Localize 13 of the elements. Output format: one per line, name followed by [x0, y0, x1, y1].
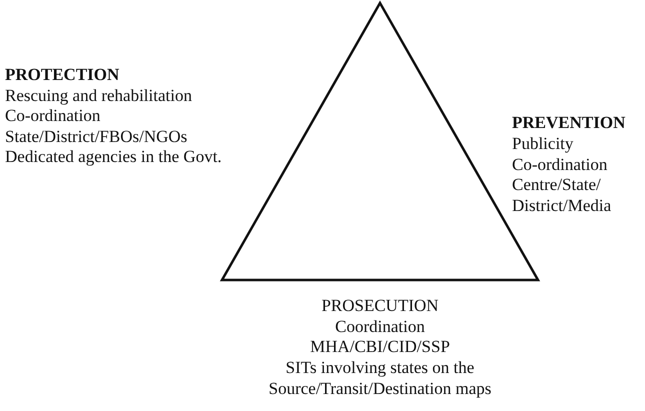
list-item-text: SITs involving states on the Source/Transit/Destination maps [268, 358, 492, 399]
heading-text: PREVENTION [512, 113, 626, 134]
list-item-text: Centre/State/ District/Media [512, 175, 612, 216]
list-item-text: Dedicated agencies in the Govt. [5, 147, 223, 168]
heading-text: PROTECTION [5, 65, 120, 86]
list-item-text: Coordination [334, 317, 426, 338]
list-item-text: Publicity [512, 134, 574, 154]
list-item-text: MHA/CBI/CID/SSP [310, 337, 450, 358]
list-item-text: Co-ordination [5, 106, 102, 126]
heading-text: PROSECUTION [320, 296, 440, 316]
list-item-text: Co-ordination [512, 155, 608, 176]
list-item-text: State/District/FBOs/NGOs [5, 127, 188, 148]
list-item-text: Rescuing and rehabilitation [5, 86, 193, 106]
